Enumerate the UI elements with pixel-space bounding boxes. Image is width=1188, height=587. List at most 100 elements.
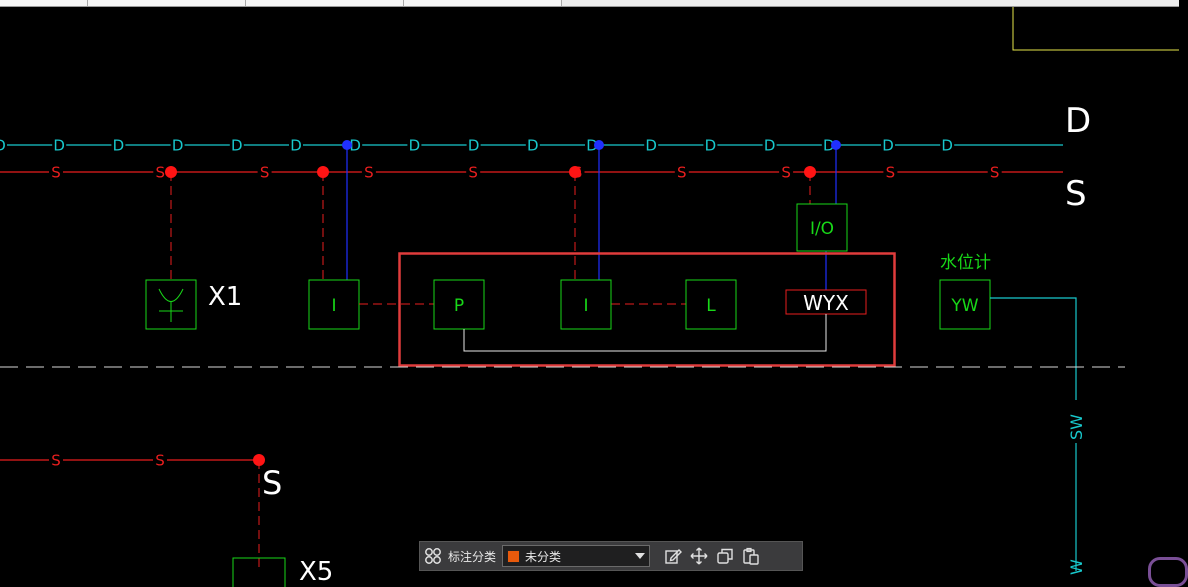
yw-box[interactable]	[939, 279, 991, 330]
sw-line-upper	[990, 297, 1077, 400]
node-dot	[569, 166, 581, 178]
line-mark-gap	[361, 164, 376, 180]
p-box[interactable]	[433, 279, 485, 330]
line-mark-gap	[987, 164, 1002, 180]
line-mark: D	[941, 137, 953, 155]
line-mark-gap	[0, 137, 7, 153]
x1-symbol-icon	[158, 288, 184, 302]
tab-4[interactable]	[404, 0, 562, 6]
sw-label: SW	[1067, 414, 1086, 440]
line-mark-gap	[585, 137, 599, 153]
line-mark-gap	[674, 164, 689, 180]
io-box[interactable]	[796, 203, 848, 252]
line-mark: D	[823, 137, 835, 155]
line-mark: S	[886, 164, 896, 182]
line-mark: D	[882, 137, 894, 155]
category-value: 未分类	[525, 549, 562, 564]
tab-1[interactable]	[0, 0, 88, 6]
lower-s-label: S	[262, 464, 282, 502]
line-mark: S	[990, 164, 1000, 182]
node-dot-blue	[594, 140, 604, 150]
copy-icon[interactable]	[712, 543, 738, 569]
chevron-down-icon	[635, 553, 646, 559]
line-mark: D	[349, 137, 361, 155]
x5-device-box[interactable]	[232, 557, 286, 587]
line-mark: S	[260, 164, 270, 182]
line-mark-gap	[153, 452, 167, 468]
document-tab-strip	[0, 0, 1179, 7]
sw-label-bottom: W	[1067, 559, 1086, 575]
line-mark: D	[705, 137, 717, 155]
line-mark-gap	[466, 137, 481, 153]
line-mark-gap	[940, 137, 955, 153]
line-mark-gap	[466, 164, 481, 180]
line-mark-gap	[883, 164, 898, 180]
line-mark-gap	[49, 164, 63, 180]
line-mark-gap	[525, 137, 540, 153]
annotation-toolbar: 标注分类 未分类	[419, 541, 803, 571]
tab-3[interactable]	[246, 0, 404, 6]
water-level-label: 水位计	[940, 253, 991, 273]
line-mark-gap	[779, 164, 794, 180]
yw-label: YW	[950, 296, 978, 316]
line-mark: S	[51, 164, 61, 182]
line-mark: D	[764, 137, 776, 155]
io-label: I/O	[810, 219, 834, 239]
category-select[interactable]: 未分类	[502, 545, 651, 567]
p-wyx-connector	[463, 314, 827, 352]
line-mark-gap	[49, 452, 63, 468]
line-mark-gap	[289, 137, 303, 153]
selection-highlight-frame	[398, 252, 896, 367]
line-mark-gap	[703, 137, 718, 153]
p-label: P	[454, 296, 464, 316]
line-mark: D	[586, 137, 598, 155]
line-mark: S	[364, 164, 374, 182]
line-mark-gap	[348, 137, 363, 153]
line-mark-gap	[881, 137, 895, 153]
tab-2[interactable]	[88, 0, 246, 6]
line-mark: S	[155, 452, 165, 470]
line-mark: S	[781, 164, 791, 182]
line-mark: D	[468, 137, 480, 155]
x1-label: X1	[208, 282, 242, 312]
x5-label: X5	[299, 557, 333, 587]
node-dot	[317, 166, 329, 178]
d-line-label: D	[1065, 101, 1091, 141]
line-mark: S	[468, 164, 478, 182]
node-dot	[804, 166, 816, 178]
line-mark: D	[0, 137, 6, 155]
line-mark: D	[645, 137, 657, 155]
i-left-label: I	[331, 296, 336, 316]
title-frame	[1012, 7, 1179, 51]
line-mark: D	[290, 137, 302, 155]
i-mid-box[interactable]	[560, 279, 612, 330]
corner-widget	[1148, 557, 1188, 587]
line-mark-gap	[170, 137, 185, 153]
line-mark-gap	[153, 164, 168, 180]
node-dot-blue	[831, 140, 841, 150]
edit-icon[interactable]	[660, 543, 686, 569]
category-color-swatch	[507, 549, 521, 563]
line-mark: D	[231, 137, 243, 155]
line-mark: D	[527, 137, 539, 155]
line-mark: S	[51, 452, 61, 470]
grid-apps-icon[interactable]	[420, 543, 446, 569]
move-icon[interactable]	[686, 543, 712, 569]
wyx-label: WYX	[803, 291, 849, 315]
line-mark-gap	[111, 137, 126, 153]
line-mark-gap	[644, 137, 659, 153]
line-mark-gap	[229, 137, 244, 153]
line-mark: S	[156, 164, 166, 182]
l-box[interactable]	[685, 279, 737, 330]
line-mark-gap	[257, 164, 272, 180]
node-dot-blue	[342, 140, 352, 150]
x1-device-box[interactable]	[145, 279, 197, 330]
line-mark-gap	[762, 137, 777, 153]
paste-icon[interactable]	[738, 543, 764, 569]
s-line-label: S	[1065, 174, 1087, 214]
node-dot	[165, 166, 177, 178]
line-mark: D	[172, 137, 184, 155]
